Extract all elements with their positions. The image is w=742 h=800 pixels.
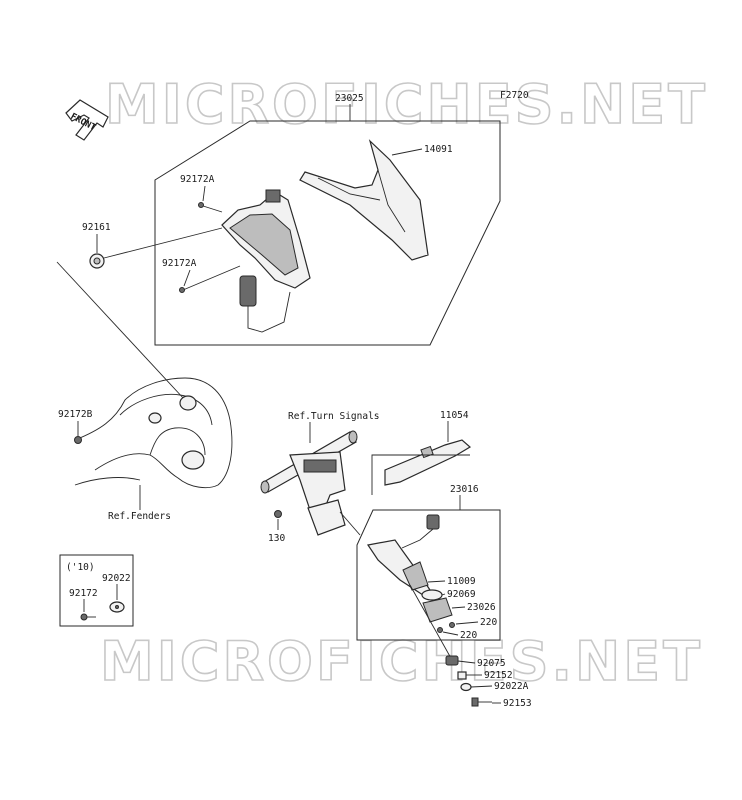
part-23026 <box>422 597 453 623</box>
label-220-a: 220 <box>480 617 497 628</box>
label-ref-fenders: Ref.Fenders <box>108 511 171 522</box>
part-92172 <box>80 613 88 621</box>
label-92022: 92022 <box>102 573 131 584</box>
label-23016: 23016 <box>450 484 479 495</box>
label-92172A-top: 92172A <box>180 174 215 185</box>
front-arrow-icon: FRONT <box>65 99 109 141</box>
part-rear-fender <box>74 377 233 489</box>
part-130 <box>274 510 282 518</box>
assembly-box-23016 <box>356 509 501 641</box>
label-130: 130 <box>268 533 285 544</box>
part-92172A-top <box>198 202 204 208</box>
label-92022A: 92022A <box>494 681 529 692</box>
part-11009 <box>402 561 429 591</box>
label-92172B: 92172B <box>58 409 93 420</box>
label-92172A-bottom: 92172A <box>162 258 197 269</box>
label-ref-turn-signals: Ref.Turn Signals <box>288 411 380 422</box>
watermark-bottom: MICROFICHES.NET <box>100 630 703 693</box>
part-92153 <box>471 697 492 707</box>
part-14091-cover <box>299 139 429 261</box>
label-220-b: 220 <box>460 630 477 641</box>
label-92172: 92172 <box>69 588 98 599</box>
part-license-lamp <box>366 514 440 596</box>
figure-code: F2720 <box>500 90 529 101</box>
label-23026: 23026 <box>467 602 496 613</box>
part-92069 <box>421 589 443 601</box>
label-92152: 92152 <box>484 670 513 681</box>
inset-box-10 <box>59 554 134 627</box>
part-92172A-bottom <box>179 287 185 293</box>
label-11009: 11009 <box>447 576 476 587</box>
part-11054 <box>384 439 472 486</box>
label-year-10: ('10) <box>66 562 95 573</box>
assembly-box-23025 <box>154 120 501 346</box>
label-14091: 14091 <box>424 144 453 155</box>
label-92069: 92069 <box>447 589 476 600</box>
part-92075 <box>445 655 459 666</box>
part-92022A <box>460 682 472 692</box>
label-92075: 92075 <box>477 658 506 669</box>
label-11054: 11054 <box>440 410 469 421</box>
part-tail-light <box>221 189 311 333</box>
part-220-a <box>449 622 455 628</box>
part-220-b <box>437 627 443 633</box>
label-92153: 92153 <box>503 698 532 709</box>
part-92152 <box>457 671 467 680</box>
part-92172B <box>74 436 82 444</box>
label-23025: 23025 <box>335 93 364 104</box>
watermark-top: MICROFICHES.NET <box>105 73 708 136</box>
label-92161: 92161 <box>82 222 111 233</box>
part-license-bracket <box>289 451 346 536</box>
